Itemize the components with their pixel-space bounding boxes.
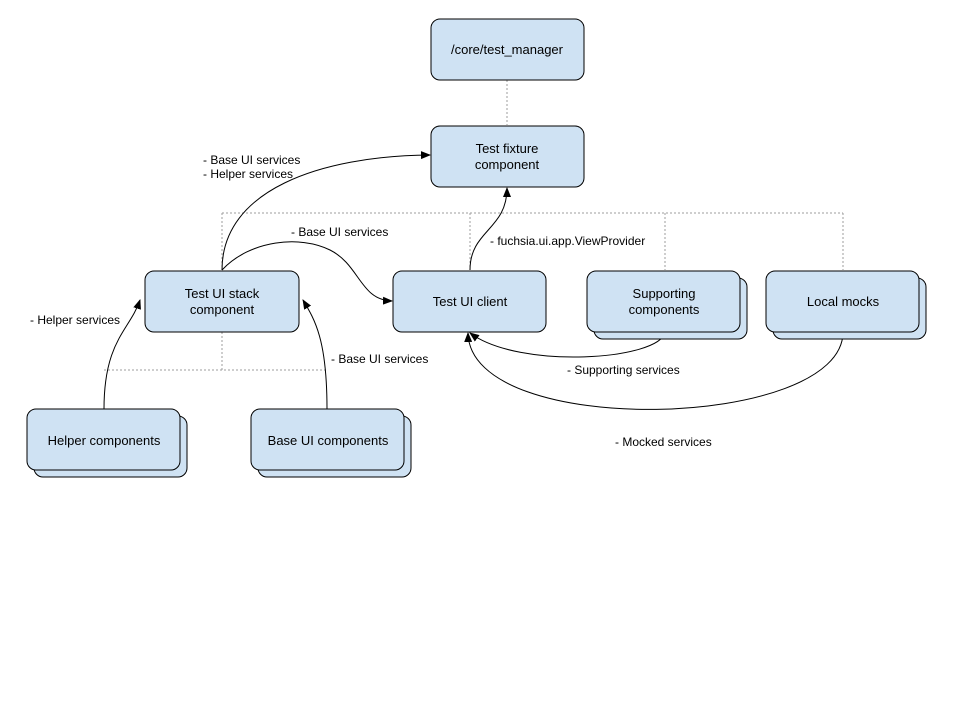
node-supporting-components-label-2: components: [629, 302, 700, 317]
node-test-fixture-label-1: Test fixture: [476, 141, 539, 156]
node-base-ui-components: Base UI components: [250, 408, 412, 478]
label-base-to-stack: - Base UI services: [331, 352, 428, 366]
node-test-ui-stack-label-2: component: [190, 302, 255, 317]
edge-helper-to-stack: [103, 299, 141, 410]
node-helper-components: Helper components: [26, 408, 188, 478]
label-mocks-to-client: - Mocked services: [615, 435, 712, 449]
edge-stack-to-fixture: [221, 151, 431, 271]
edge-labels: - Base UI services - Helper services - B…: [30, 153, 712, 449]
node-test-fixture: Test fixture component: [430, 125, 585, 188]
label-stack-to-fixture-1: - Base UI services: [203, 153, 300, 167]
node-test-ui-stack-label-1: Test UI stack: [185, 286, 260, 301]
node-helper-components-label: Helper components: [48, 433, 161, 448]
label-helper-to-stack: - Helper services: [30, 313, 120, 327]
label-stack-to-client: - Base UI services: [291, 225, 388, 239]
label-client-to-fixture: - fuchsia.ui.app.ViewProvider: [490, 234, 645, 248]
hierarchy-connectors: [104, 80, 844, 371]
node-local-mocks: Local mocks: [765, 270, 927, 340]
edge-base-to-stack: [302, 299, 328, 410]
node-test-ui-client-label: Test UI client: [433, 294, 508, 309]
node-supporting-components: Supporting components: [586, 270, 748, 340]
edge-stack-to-client: [221, 241, 393, 305]
node-test-manager: /core/test_manager: [430, 18, 585, 81]
node-test-ui-client: Test UI client: [392, 270, 547, 333]
node-base-ui-components-label: Base UI components: [268, 433, 389, 448]
edge-supporting-to-client: [469, 331, 666, 358]
label-supporting-to-client: - Supporting services: [567, 363, 680, 377]
node-local-mocks-label: Local mocks: [807, 294, 880, 309]
node-test-fixture-label-2: component: [475, 157, 540, 172]
edge-client-to-fixture: [469, 187, 511, 271]
node-test-manager-label: /core/test_manager: [451, 42, 564, 57]
node-supporting-components-label-1: Supporting: [633, 286, 696, 301]
label-stack-to-fixture-2: - Helper services: [203, 167, 293, 181]
node-test-ui-stack: Test UI stack component: [144, 270, 300, 333]
